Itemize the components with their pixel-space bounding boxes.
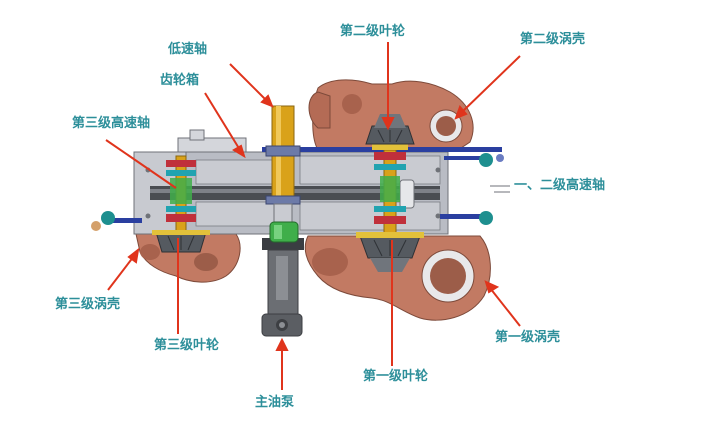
- leader-stage3-hs-shaft: [105, 139, 177, 189]
- leader-stage1-volute: [484, 280, 521, 327]
- main-oil-pump-shape: [261, 249, 303, 337]
- stage3-high-speed-shaft-shape: [166, 155, 196, 237]
- leader-low-speed-shaft: [229, 63, 274, 108]
- leader-lines: [105, 42, 521, 390]
- leader-gearbox: [204, 92, 246, 159]
- leader-main-oil-pump: [275, 337, 289, 390]
- stage12-high-speed-shaft-label: 一、二级高速轴: [514, 178, 606, 193]
- coupling-shape: [269, 221, 299, 243]
- leader-stage3-volute: [107, 247, 140, 291]
- stage3-volute-label: 第三级涡壳: [55, 297, 121, 312]
- stage1-volute-label: 第一级涡壳: [495, 330, 561, 345]
- stage3-high-speed-shaft-label: 第三级高速轴: [72, 116, 151, 131]
- stage3-impeller-shape: [152, 230, 210, 253]
- stage1-impeller-label: 第一级叶轮: [363, 369, 429, 384]
- stage1-volute-shape: [304, 235, 491, 321]
- stage12-high-speed-shaft-shape: [372, 140, 408, 237]
- stage1-impeller-shape: [356, 232, 424, 272]
- low-speed-shaft-label: 低速轴: [168, 42, 208, 57]
- stage2-volute-label: 第二级涡壳: [520, 32, 586, 47]
- leader-stage2-impeller: [381, 42, 395, 131]
- stage3-impeller-label: 第三级叶轮: [154, 338, 220, 353]
- gearbox-label: 齿轮箱: [160, 73, 200, 88]
- stage2-impeller-label: 第二级叶轮: [340, 24, 406, 39]
- leader-stage2-volute: [454, 55, 521, 120]
- main-oil-pump-label: 主油泵: [255, 395, 295, 410]
